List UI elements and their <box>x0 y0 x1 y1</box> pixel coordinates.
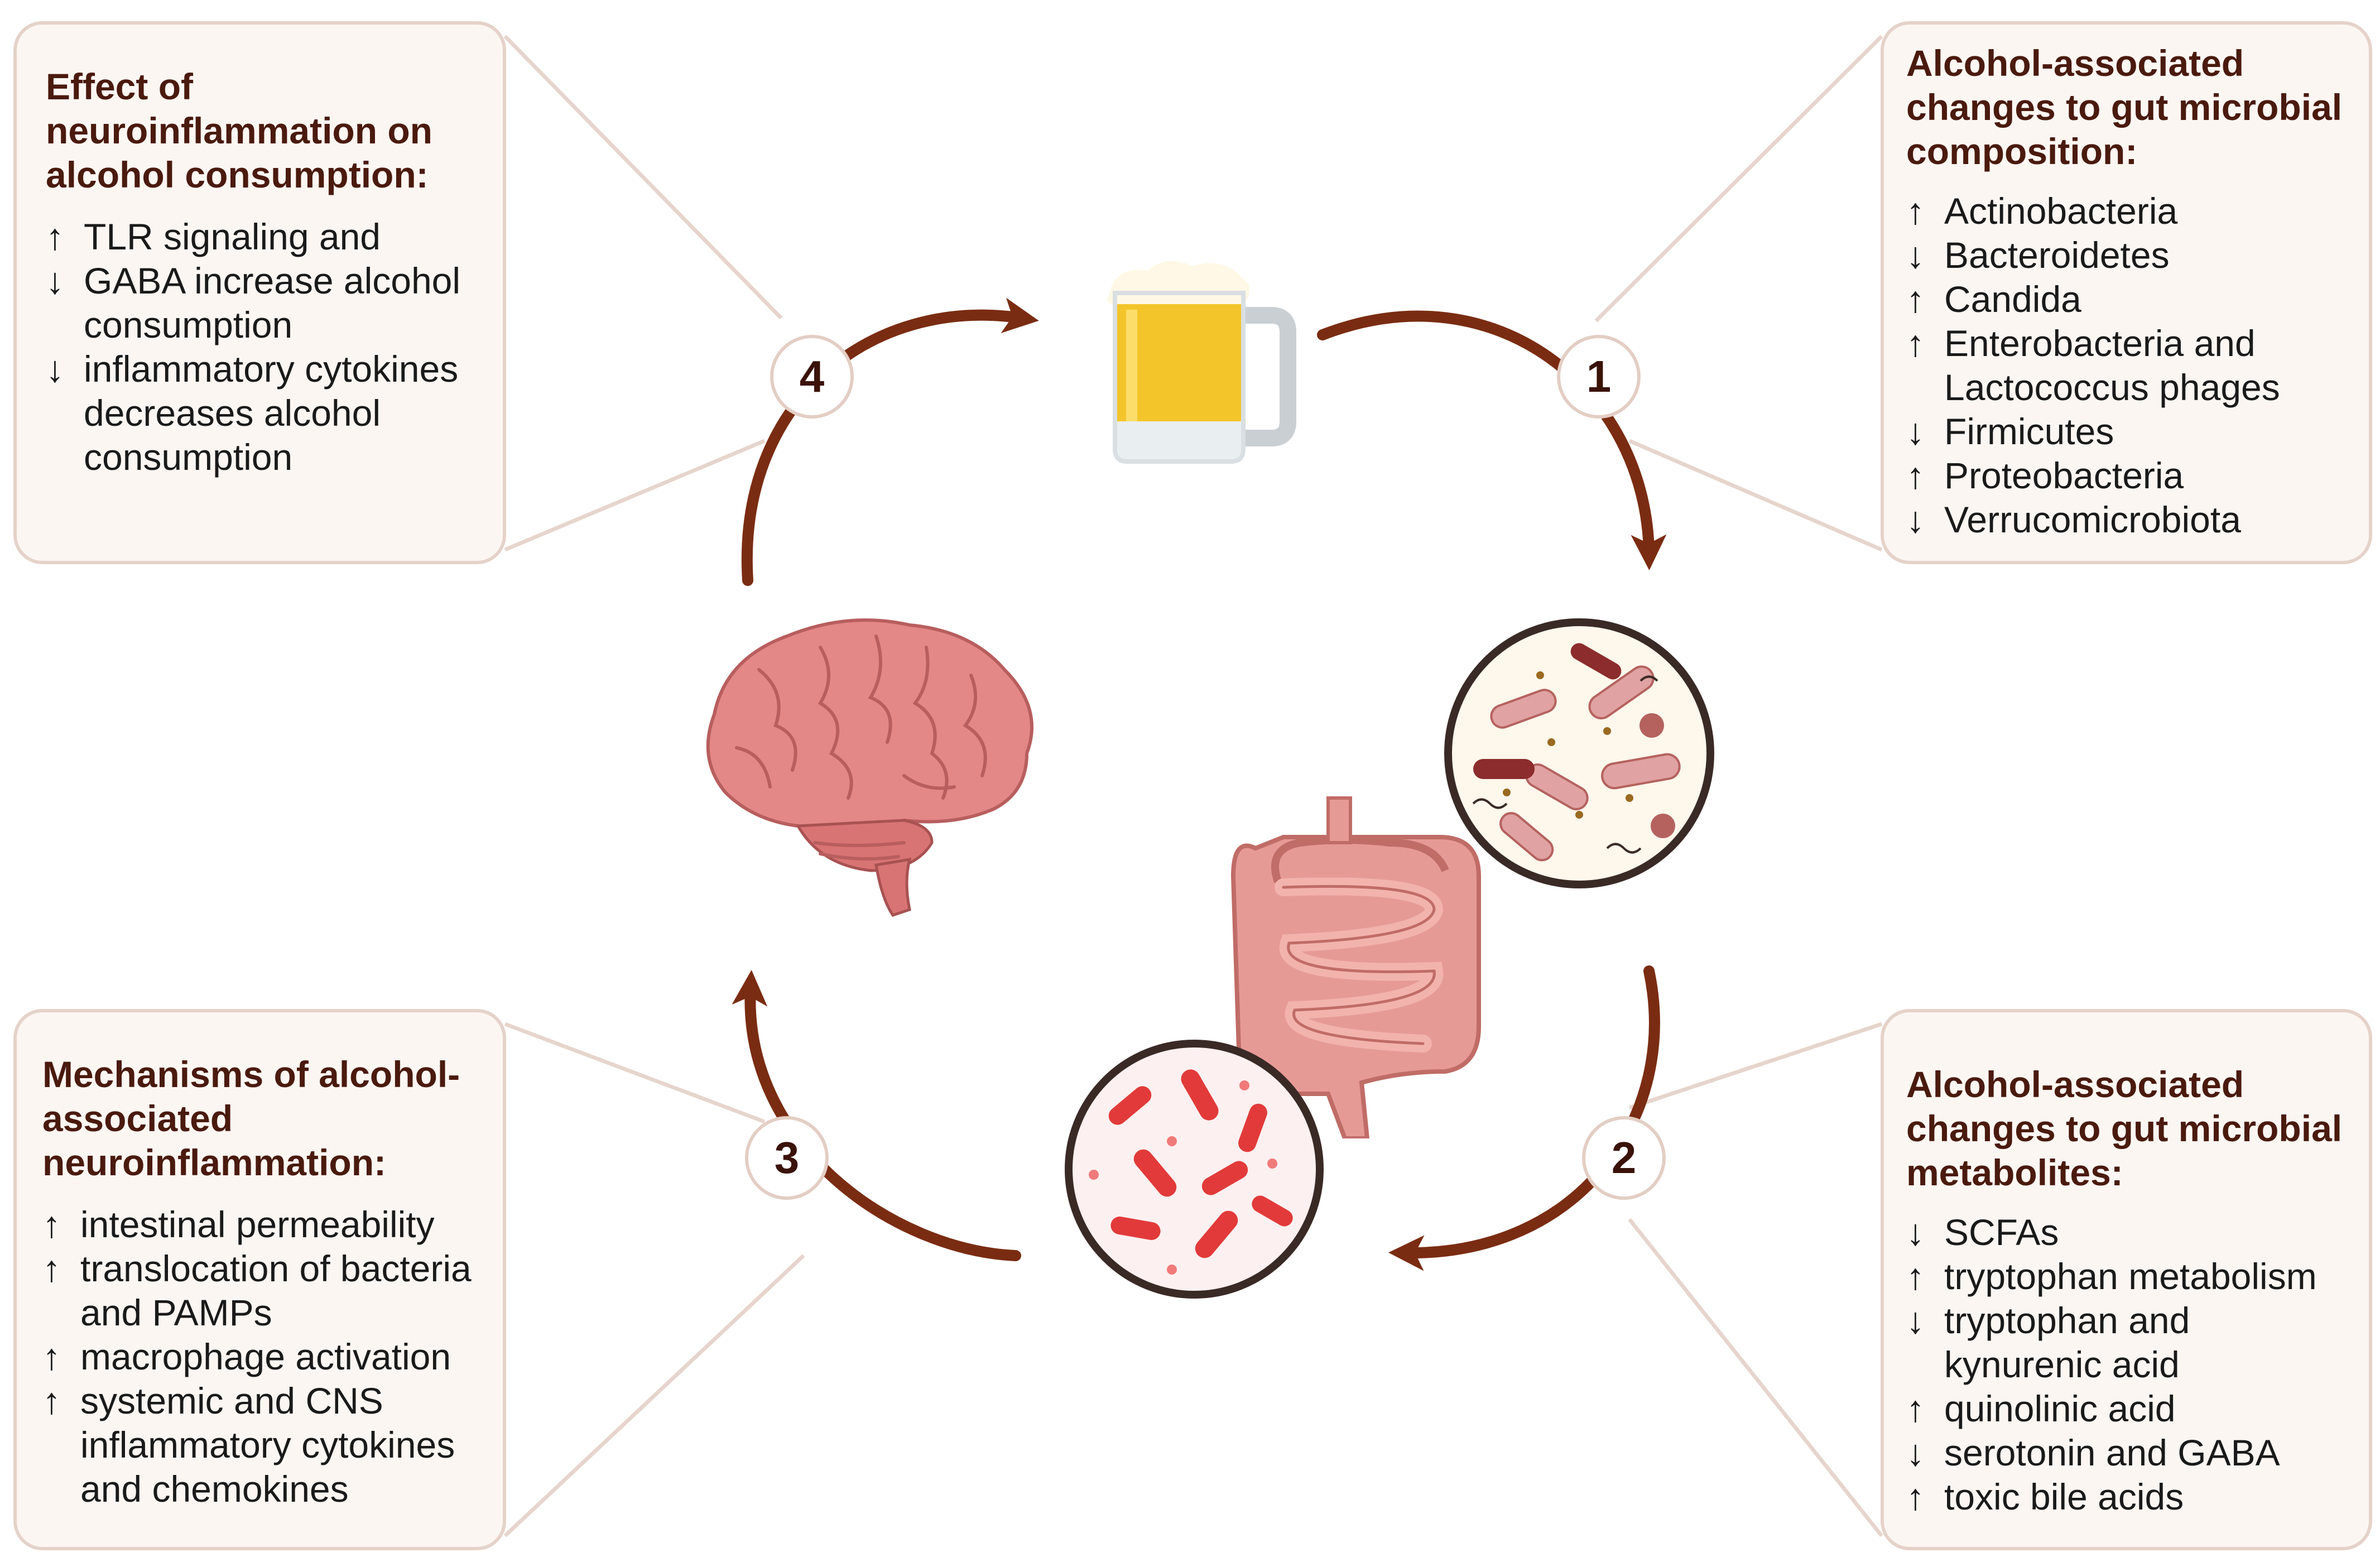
callout-line-1-bottom <box>1628 439 1883 552</box>
step-number-3: 3 <box>745 1116 829 1200</box>
step-4-box: Effect of neuroinflammation on alcohol c… <box>13 21 506 564</box>
callout-line-4-bottom <box>504 439 766 552</box>
step-3-box: Mechanisms of alcohol-associated neuroin… <box>13 1009 506 1550</box>
step-number-1: 1 <box>1557 335 1641 419</box>
arrow-indicator: ↓ <box>46 348 64 390</box>
list-item: ↓ Firmicutes <box>1906 410 2352 454</box>
list-item: ↓ tryptophan and kynurenic acid <box>1906 1299 2352 1387</box>
step-1-list: ↑Actinobacteria ↓Bacteroidetes ↑Candida … <box>1906 189 2352 542</box>
list-item: ↑ translocation of bacteria and PAMPs <box>42 1247 486 1335</box>
list-item: ↓ SCFAs <box>1906 1210 2352 1255</box>
list-item-text: Actinobacteria <box>1944 190 2178 232</box>
callout-line-1-top <box>1594 35 1883 323</box>
callout-line-2-bottom <box>1628 1218 1883 1537</box>
list-item: ↑ systemic and CNS inflammatory cytokines… <box>42 1379 486 1511</box>
callout-line-4-top <box>503 35 783 320</box>
list-item: ↑ tryptophan metabolism <box>1906 1255 2352 1299</box>
list-item: ↑ toxic bile acids <box>1906 1475 2352 1519</box>
list-item-text: Verrucomicrobiota <box>1944 499 2241 540</box>
arrow-indicator: ↑ <box>42 1248 61 1289</box>
list-item: ↑ Actinobacteria <box>1906 189 2352 233</box>
list-item: ↓ GABA increase alcohol consumption <box>46 259 480 347</box>
list-item-text: SCFAs <box>1944 1212 2059 1253</box>
list-item-text: translocation of bacteria and PAMPs <box>80 1248 472 1333</box>
callout-line-2-top <box>1628 1022 1883 1110</box>
step-number-2: 2 <box>1582 1116 1666 1200</box>
arrow-indicator: ↑ <box>42 1204 61 1245</box>
bacteria-magnified-icon <box>1444 618 1714 888</box>
list-item-text: toxic bile acids <box>1944 1476 2184 1517</box>
list-item: ↑ Candida <box>1906 277 2352 321</box>
list-item: ↓ inflammatory cytokines decreases alcoho… <box>46 347 480 479</box>
step-4-list: ↑ TLR signaling and ↓ GABA increase alcoho… <box>46 215 480 479</box>
arrow-indicator: ↓ <box>1906 234 1925 276</box>
arrow-indicator: ↑ <box>1906 278 1925 320</box>
intestine-icon <box>1230 796 1481 1138</box>
arrow-indicator: ↑ <box>1906 323 1925 364</box>
arrow-indicator: ↑ <box>1906 1256 1925 1297</box>
arrow-indicator: ↓ <box>1906 1432 1925 1473</box>
step-3-title: Mechanisms of alcohol-associated neuroin… <box>42 1054 460 1183</box>
arrow-indicator: ↑ <box>1906 190 1925 232</box>
arrow-indicator: ↑ <box>42 1336 61 1377</box>
step-4-title: Effect of neuroinflammation on alcohol c… <box>46 66 432 195</box>
beer-mug-icon <box>1107 261 1296 464</box>
list-item-text: TLR signaling and <box>84 216 381 257</box>
list-item: ↑ intestinal permeability <box>42 1203 486 1247</box>
brain-icon <box>706 618 1033 917</box>
step-number-4: 4 <box>770 335 854 419</box>
arrow-beer-to-1 <box>1317 310 1667 570</box>
list-item-text: systemic and CNS inflammatory cytokines … <box>80 1380 455 1510</box>
arrow-indicator: ↑ <box>1906 1476 1925 1517</box>
bacteria-magnified-icon <box>1065 1040 1324 1299</box>
arrow-indicator: ↓ <box>46 260 64 301</box>
step-2-title: Alcohol-associated changes to gut microb… <box>1906 1064 2343 1193</box>
arrow-indicator: ↓ <box>1906 1300 1925 1341</box>
arrow-indicator: ↑ <box>1906 1388 1925 1429</box>
list-item-text: GABA increase alcohol consumption <box>84 260 461 345</box>
list-item: ↓ Bacteroidetes <box>1906 233 2352 277</box>
list-item: ↑ macrophage activation <box>42 1335 486 1379</box>
arrow-indicator: ↑ <box>46 216 64 257</box>
list-item: ↓ Verrucomicrobiota <box>1906 498 2352 542</box>
list-item-text: serotonin and GABA <box>1944 1432 2280 1473</box>
step-2-list: ↓ SCFAs ↑ tryptophan metabolism ↓ tryptopha… <box>1906 1210 2352 1519</box>
arrow-indicator: ↑ <box>1906 455 1925 496</box>
arrow-indicator: ↓ <box>1906 1212 1925 1253</box>
list-item-text: Proteobacteria <box>1944 455 2184 496</box>
list-item-text: Enterobacteria and Lactococcus phages <box>1944 323 2280 408</box>
step-1-box: Alcohol-associated changes to gut microb… <box>1881 21 2372 564</box>
list-item-text: Candida <box>1944 278 2081 320</box>
list-item-text: tryptophan metabolism <box>1944 1256 2317 1297</box>
list-item-text: macrophage activation <box>80 1336 451 1377</box>
list-item: ↑ quinolinic acid <box>1906 1387 2352 1431</box>
step-1-title: Alcohol-associated changes to gut microb… <box>1906 42 2343 172</box>
list-item-text: inflammatory cytokines decreases alcohol… <box>84 348 459 478</box>
list-item-text: Firmicutes <box>1944 411 2114 452</box>
list-item-text: tryptophan and kynurenic acid <box>1944 1300 2190 1385</box>
list-item-text: quinolinic acid <box>1944 1388 2176 1429</box>
list-item: ↓ serotonin and GABA <box>1906 1431 2352 1475</box>
arrow-indicator: ↓ <box>1906 499 1925 540</box>
step-2-box: Alcohol-associated changes to gut microb… <box>1881 1009 2372 1550</box>
arrow-3-to-brain <box>732 970 1021 1261</box>
list-item: ↑ Proteobacteria <box>1906 454 2352 498</box>
list-item: ↑ TLR signaling and <box>46 215 480 259</box>
list-item-text: Bacteroidetes <box>1944 234 2170 276</box>
arrow-indicator: ↓ <box>1906 411 1925 452</box>
list-item: ↑ Enterobacteria and Lactococcus phages <box>1906 321 2352 410</box>
step-3-list: ↑ intestinal permeability ↑ translocation … <box>42 1203 486 1511</box>
list-item-text: intestinal permeability <box>80 1204 435 1245</box>
arrow-indicator: ↑ <box>42 1380 61 1421</box>
callout-line-3-top <box>504 1022 766 1124</box>
callout-line-3-bottom <box>503 1254 805 1537</box>
